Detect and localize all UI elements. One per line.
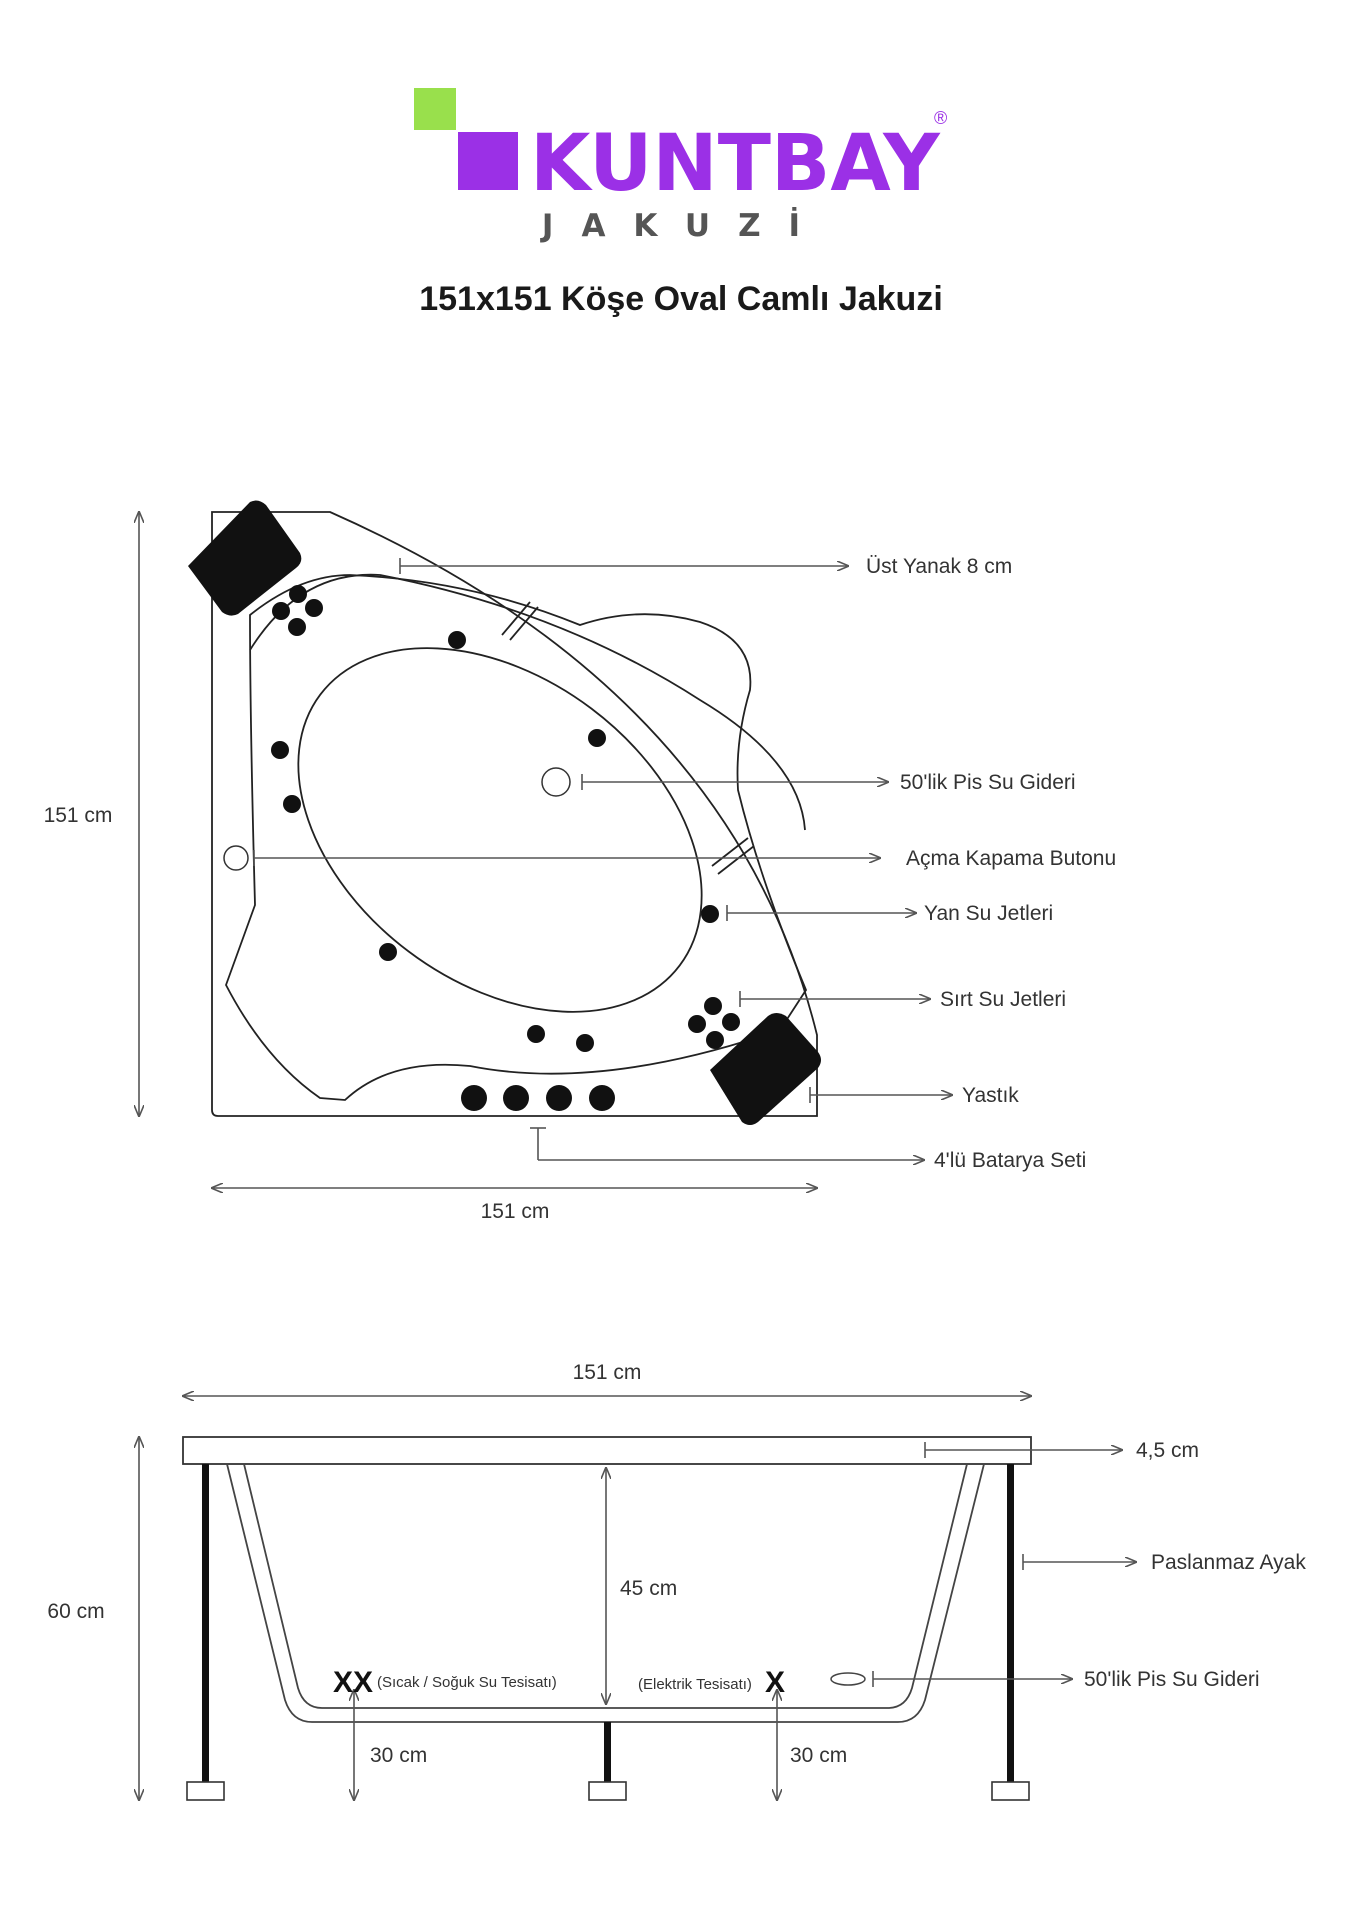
- glass-segment-right: [711, 837, 749, 867]
- logo-green-square: [414, 88, 456, 130]
- top-callouts: [253, 558, 952, 1160]
- jet-icon: [283, 795, 301, 813]
- jet-icon: [305, 599, 323, 617]
- water-mark: XX: [333, 1666, 373, 1699]
- jet-icon: [706, 1031, 724, 1049]
- electric-label: (Elektrik Tesisatı): [638, 1676, 752, 1693]
- jet-icon: [527, 1025, 545, 1043]
- jet-icon: [379, 943, 397, 961]
- jets-group: [271, 585, 740, 1052]
- side-depth-label: 45 cm: [620, 1577, 677, 1600]
- top-dimensions: [139, 512, 817, 1188]
- side-drain-label: 50'lik Pis Su Gideri: [1084, 1668, 1260, 1691]
- button-icon: [223, 845, 249, 871]
- oval-basin: [297, 647, 703, 1013]
- jet-icon: [701, 905, 719, 923]
- side-view-diagram: [182, 1436, 1032, 1801]
- brand-subtitle: JAKUZİ: [540, 208, 828, 244]
- faucet-icon: [503, 1085, 529, 1111]
- callout-batarya: 4'lü Batarya Seti: [934, 1149, 1086, 1172]
- brand-logo: KUNTBAY ® JAKUZİ: [414, 88, 947, 244]
- jet-icon: [688, 1015, 706, 1033]
- side-drain-icon: [830, 1672, 866, 1686]
- water-label: (Sıcak / Soğuk Su Tesisatı): [377, 1674, 557, 1691]
- tub-rim: [182, 1436, 1032, 1465]
- jet-icon: [588, 729, 606, 747]
- registered-mark: ®: [934, 108, 947, 128]
- foot-right: [991, 1781, 1030, 1801]
- logo-purple-block: [458, 132, 518, 190]
- battery-set: [461, 1085, 615, 1111]
- side-callouts: [872, 1442, 1136, 1687]
- brand-name: KUNTBAY: [530, 119, 941, 209]
- side-leg-label: Paslanmaz Ayak: [1151, 1551, 1306, 1574]
- jet-icon: [722, 1013, 740, 1031]
- pillow-icon: [710, 1013, 821, 1125]
- foot-middle: [588, 1781, 627, 1801]
- side-height-label: 60 cm: [47, 1600, 104, 1623]
- callout-acma-kapama: Açma Kapama Butonu: [906, 847, 1116, 870]
- right-offset-label: 30 cm: [790, 1744, 847, 1767]
- leg-left: [202, 1464, 209, 1782]
- jet-icon: [289, 585, 307, 603]
- electric-mark: X: [765, 1666, 785, 1699]
- side-rim-label: 4,5 cm: [1136, 1439, 1199, 1462]
- top-height-label: 151 cm: [44, 804, 113, 827]
- leg-right: [1007, 1464, 1014, 1782]
- left-offset-label: 30 cm: [370, 1744, 427, 1767]
- jet-icon: [272, 602, 290, 620]
- jet-icon: [288, 618, 306, 636]
- callout-pis-su-gideri: 50'lik Pis Su Gideri: [900, 771, 1076, 794]
- jet-icon: [448, 631, 466, 649]
- top-view-diagram: [211, 511, 818, 1117]
- rim-inner-line: [249, 573, 806, 831]
- basin-inner: [243, 1463, 968, 1709]
- side-dimensions: [139, 1396, 1031, 1800]
- glass-segment-right-2: [717, 845, 755, 875]
- page-title: 151x151 Köşe Oval Camlı Jakuzi: [419, 280, 943, 318]
- jet-icon: [271, 741, 289, 759]
- glass-segment-top: [501, 601, 531, 636]
- callout-yan-jetler: Yan Su Jetleri: [924, 902, 1053, 925]
- faucet-icon: [461, 1085, 487, 1111]
- faucet-icon: [546, 1085, 572, 1111]
- drain-icon: [541, 767, 571, 797]
- faucet-icon: [589, 1085, 615, 1111]
- callout-ust-yanak: Üst Yanak 8 cm: [866, 555, 1012, 578]
- top-width-label: 151 cm: [481, 1200, 550, 1223]
- callout-sirt-jetler: Sırt Su Jetleri: [940, 988, 1066, 1011]
- seat-contour: [225, 574, 808, 1101]
- jet-icon: [704, 997, 722, 1015]
- glass-segment-top-2: [509, 606, 539, 641]
- jet-icon: [576, 1034, 594, 1052]
- side-width-label: 151 cm: [573, 1361, 642, 1384]
- callout-yastik: Yastık: [962, 1084, 1019, 1107]
- leg-middle: [604, 1722, 611, 1782]
- foot-left: [186, 1781, 225, 1801]
- tub-outline: [211, 511, 818, 1117]
- pillow-icon: [188, 500, 302, 616]
